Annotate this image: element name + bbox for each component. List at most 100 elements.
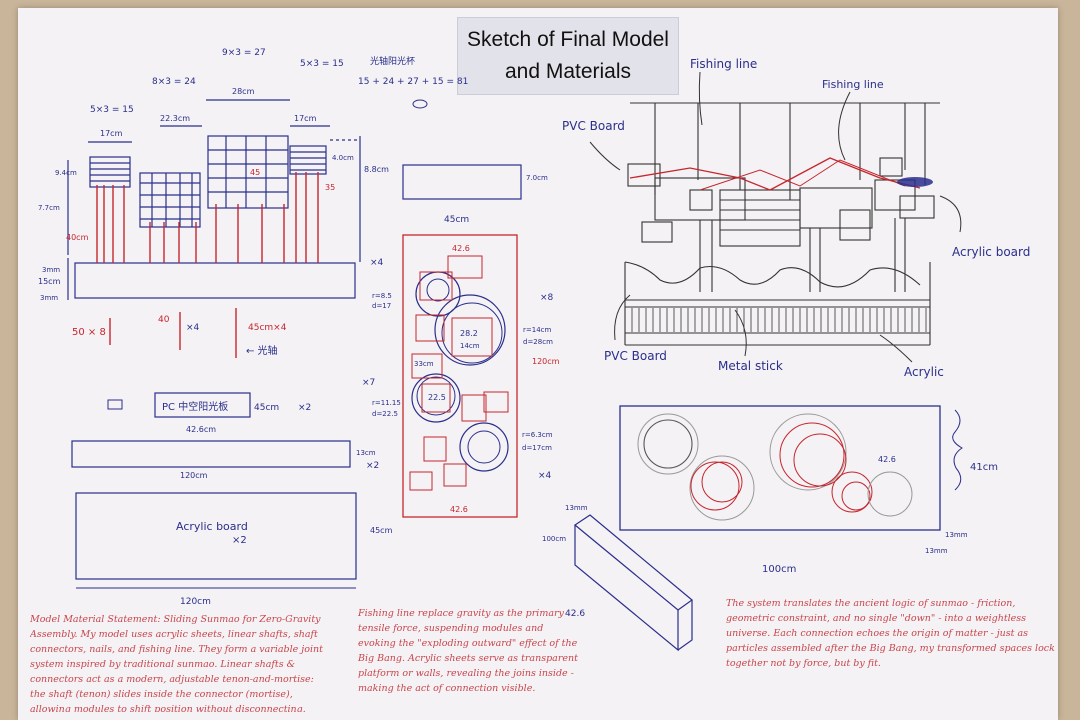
plan-x4b: ×4 [538, 471, 552, 481]
rod-50x8: 50 × 8 [72, 327, 106, 338]
plan-282: 28.2 [460, 329, 478, 338]
note-col2: Fishing line replace gravity as the prim… [358, 608, 578, 694]
plan-d1: d=17 [372, 302, 391, 310]
leader-lines [589, 71, 962, 363]
dim-3mm: 3mm [42, 266, 60, 274]
rod-40: 40 [158, 315, 170, 325]
dim-45: 45 [250, 168, 260, 177]
light-rod-top-label: 光轴阳光杯 [370, 55, 415, 67]
module-4 [289, 145, 327, 175]
rod-45x4: 45cm×4 [248, 323, 287, 333]
rod-x4: ×4 [186, 323, 200, 333]
pvc-board-top-label: PVC Board [562, 119, 625, 133]
base-board [74, 262, 356, 299]
acrylic-board-label: Acrylic board [176, 520, 248, 533]
dim-7cm: 7.7cm [38, 204, 60, 212]
plan-view [402, 234, 518, 518]
pvc-strip [71, 440, 351, 468]
plan-outline [402, 234, 518, 518]
fishing-line-label-2: Fishing line [822, 78, 884, 91]
paper-sheet [18, 8, 1058, 720]
plan-225: 22.5 [428, 393, 446, 402]
plan-d2: d=28cm [523, 338, 553, 346]
box-100cm: 100cm [542, 535, 566, 543]
title-box: Sketch of Final Model and Materials [457, 17, 679, 95]
pc-board-icon [107, 399, 123, 410]
plan-r3: r=11.15 [372, 399, 401, 407]
box-7cm: 7.0cm [526, 174, 548, 182]
plan-r4: r=6.3cm [522, 431, 553, 439]
top-view-426: 42.6 [878, 455, 896, 464]
top-view [619, 405, 941, 531]
calc-sum: 15 + 24 + 27 + 15 = 81 [358, 77, 468, 87]
plan-r2: r=14cm [523, 326, 551, 334]
dim-8cm: 8.8cm [364, 165, 389, 174]
hatching [631, 308, 927, 332]
box-3d [573, 514, 693, 652]
note-col3: The system translates the ancient logic … [726, 598, 1055, 669]
acrylic-x2: ×2 [232, 535, 247, 546]
pc-board-rect [154, 392, 251, 418]
acrylic-45cm: 45cm [370, 526, 393, 535]
plan-d3: d=22.5 [372, 410, 398, 418]
box-13mm: 13mm [565, 504, 588, 512]
small-ring [412, 99, 428, 109]
acrylic-board-label-right: Acrylic board [952, 245, 1030, 259]
plan-x4: ×4 [370, 258, 384, 268]
dim-35: 35 [325, 183, 335, 192]
ink-blot [897, 177, 933, 187]
acrylic-label: Acrylic [904, 365, 944, 379]
top-view-13mm: 13mm [945, 531, 968, 539]
fishing-line-label-1: Fishing line [690, 57, 757, 71]
calc-5x3: 5×3 = 15 [300, 59, 344, 69]
box-45cm: 45cm [444, 215, 469, 225]
module-1 [89, 156, 131, 188]
title-line-1: Sketch of Final Model [467, 28, 669, 51]
pc-board-width: 45cm [254, 403, 279, 413]
left-elevation [67, 99, 361, 300]
dim-9cm: 9.4cm [55, 169, 77, 177]
top-view-100cm: 100cm [762, 564, 796, 575]
plan-x8: ×8 [540, 293, 554, 303]
dim-3mm-b: 3mm [40, 294, 58, 302]
perspective-sketch [624, 102, 940, 346]
top-view-brace [952, 409, 963, 491]
calc-8x3: 8×3 = 24 [152, 77, 196, 87]
light-rod-label: ← 光轴 [246, 344, 278, 357]
rod-legend [109, 308, 237, 358]
pc-board-x2: ×2 [298, 403, 311, 413]
dim-17cm: 17cm [100, 129, 123, 138]
plan-d4: d=17cm [522, 444, 552, 452]
pc-board-label: PC 中空阳光板 [162, 400, 228, 413]
metal-stick-label: Metal stick [718, 359, 783, 373]
title-line-2: and Materials [504, 60, 632, 83]
pc-board-426: 42.6cm [186, 425, 216, 434]
calc-9x3: 9×3 = 27 [222, 48, 266, 58]
plan-bottom-426: 42.6 [450, 505, 468, 514]
dim-17cm-b: 17cm [294, 114, 317, 123]
plan-14cm: 14cm [460, 342, 480, 350]
acrylic-board-rect [75, 492, 357, 580]
acrylic-120cm: 120cm [180, 597, 211, 607]
box-426: 42.6 [565, 609, 585, 619]
module-3 [207, 135, 289, 209]
dim-4cm: 4.0cm [332, 154, 354, 162]
module-2 [139, 172, 201, 228]
fishing-line-red-2 [699, 159, 906, 191]
plan-x7: ×7 [362, 378, 375, 388]
left-rods [96, 172, 319, 263]
plan-top-426: 42.6 [452, 244, 470, 253]
strip-x2: ×2 [366, 461, 379, 471]
strip-13cm: 13cm [356, 449, 376, 457]
plan-120cm: 120cm [532, 357, 560, 366]
dim-22cm: 22.3cm [160, 114, 190, 123]
top-view-13mm-b: 13mm [925, 547, 948, 555]
dim-15cm: 15cm [38, 277, 61, 286]
calc-5x3b: 5×3 = 15 [90, 105, 134, 115]
plan-33cm: 33cm [414, 360, 434, 368]
plan-r1: r=8.5 [372, 292, 392, 300]
small-box [402, 164, 522, 200]
pvc-board-bottom-label: PVC Board [604, 349, 667, 363]
top-view-41cm: 41cm [970, 462, 998, 473]
